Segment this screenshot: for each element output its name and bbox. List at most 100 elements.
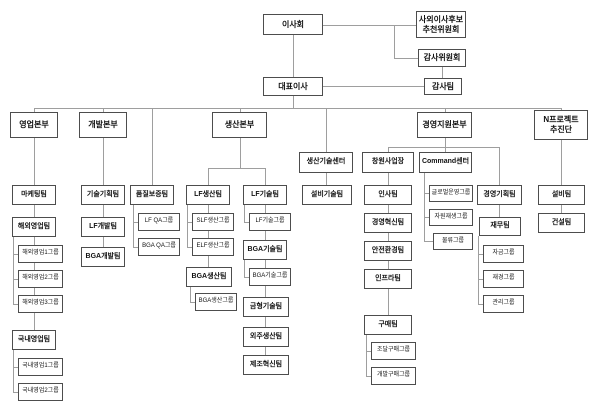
connector-line [13, 304, 18, 305]
org-node-audit-team: 감사팀 [424, 78, 462, 95]
org-node-n-project-taskforce: N프로젝트 추진단 [534, 110, 588, 140]
org-node-global-ops-group: 글로벌운영그룹 [429, 185, 473, 202]
connector-line [323, 86, 424, 87]
org-node-sales-division: 영업본부 [10, 112, 58, 138]
org-node-audit-committee: 감사위원회 [418, 49, 466, 67]
org-node-mold-tech-team: 금형기술팀 [243, 297, 289, 317]
org-node-outsourced-prod-team: 외주생산팀 [243, 327, 289, 347]
connector-line [208, 168, 265, 169]
connector-line [326, 173, 327, 185]
connector-line [561, 108, 562, 110]
connector-line [561, 140, 562, 185]
connector-line [445, 138, 446, 147]
connector-line [394, 58, 418, 59]
connector-line [424, 241, 433, 242]
connector-line [190, 302, 195, 303]
org-node-marketing-team: 마케팅팀 [12, 185, 56, 205]
org-node-slf-prod-group: SLF생산그룹 [192, 213, 234, 231]
connector-line [244, 205, 245, 222]
org-node-command-center: Command센터 [419, 152, 472, 173]
org-node-hr-team: 인사팀 [364, 185, 412, 205]
org-node-infra-team: 인프라팀 [364, 269, 412, 289]
org-node-bga-dev-team: BGA개발팀 [81, 247, 125, 267]
connector-line [366, 376, 371, 377]
connector-line [478, 279, 483, 280]
connector-line [293, 96, 294, 108]
org-node-dev-purchasing-group: 개발구매그룹 [371, 367, 416, 385]
org-node-outside-director-nomination-committee: 사외이사후보 추천위원회 [416, 11, 466, 38]
org-node-lf-tech-group: LF기술그룹 [249, 213, 291, 231]
org-node-dev-division: 개발본부 [79, 112, 127, 138]
connector-line [208, 168, 209, 185]
org-node-board: 이사회 [263, 14, 323, 35]
org-node-ceo: 대표이사 [263, 77, 323, 96]
connector-line [187, 205, 188, 247]
connector-line [445, 108, 446, 112]
org-node-lf-prod-team: LF생산팀 [186, 185, 230, 205]
connector-line [424, 217, 429, 218]
org-node-tech-planning-team: 기술기획팀 [81, 185, 125, 205]
connector-line [366, 335, 367, 376]
org-node-mgmt-planning-team: 경영기획팀 [477, 185, 522, 205]
connector-line [478, 254, 483, 255]
connector-line [323, 25, 416, 26]
org-node-mgmt-support-division: 경영지원본부 [417, 112, 472, 138]
org-node-overseas-sales-group1: 해외영업1그룹 [18, 245, 63, 263]
connector-line [187, 222, 192, 223]
org-node-logistics-group: 물류그룹 [433, 233, 473, 250]
org-node-changwon-site: 창원사업장 [362, 152, 414, 173]
connector-line [265, 347, 266, 355]
org-node-mgmt-innovation-team: 경영혁신팀 [364, 213, 412, 233]
org-node-domestic-sales-group1: 국내영업1그룹 [18, 358, 63, 376]
connector-line [133, 205, 134, 247]
org-node-accounting-group: 재경그룹 [483, 270, 524, 288]
org-node-safety-env-team: 안전환경팀 [364, 241, 412, 261]
connector-line [265, 168, 266, 185]
connector-line [478, 236, 479, 304]
org-node-admin-group: 관리그룹 [483, 295, 524, 313]
org-node-resource-recycling-group: 자원재생그룹 [429, 209, 473, 226]
connector-line [442, 67, 443, 78]
org-node-finance-team: 재무팀 [479, 217, 521, 236]
connector-line [394, 25, 395, 58]
connector-line [190, 287, 191, 302]
org-node-bga-prod-group: BGA생산그룹 [195, 293, 237, 311]
connector-line [208, 205, 209, 267]
connector-line [152, 108, 153, 185]
org-node-lf-tech-team: LF기술팀 [243, 185, 287, 205]
connector-line [103, 108, 104, 112]
org-node-construction-team: 건설팀 [538, 213, 585, 233]
org-node-bga-qa-group: BGA QA그룹 [138, 238, 180, 256]
org-node-qa-team: 품질보증팀 [130, 185, 174, 205]
connector-line [244, 260, 245, 277]
connector-line [34, 108, 35, 112]
org-node-overseas-sales-group3: 해외영업3그룹 [18, 295, 63, 313]
org-node-domestic-sales-group2: 국내영업2그룹 [18, 383, 63, 401]
org-node-overseas-sales-team: 해외영업팀 [12, 217, 56, 237]
connector-line [133, 247, 138, 248]
org-node-equip-tech-team: 설비기술팀 [302, 185, 352, 205]
connector-line [499, 147, 500, 185]
org-node-overseas-sales-group2: 해외영업2그룹 [18, 270, 63, 288]
connector-line [388, 147, 389, 152]
org-node-lf-dev-team: LF개발팀 [81, 217, 125, 237]
org-node-bga-prod-team: BGA생산팀 [186, 267, 232, 287]
connector-line [34, 108, 561, 109]
org-node-elf-prod-group: ELF생산그룹 [192, 238, 234, 256]
org-node-lf-qa-group: LF QA그룹 [138, 213, 180, 231]
connector-line [445, 147, 446, 152]
connector-line [499, 205, 500, 217]
connector-line [133, 222, 138, 223]
connector-line [244, 222, 249, 223]
org-node-procurement-purchasing-group: 조달구매그룹 [371, 342, 416, 360]
org-node-bga-tech-group: BGA기술그룹 [249, 268, 291, 286]
org-node-equipment-team: 설비팀 [538, 185, 585, 205]
connector-line [561, 205, 562, 213]
org-node-domestic-sales-team: 국내영업팀 [12, 330, 56, 350]
connector-line [244, 277, 249, 278]
org-node-purchasing-team: 구매팀 [364, 315, 412, 335]
org-node-bga-tech-team: BGA기술팀 [243, 240, 287, 260]
org-node-prod-tech-center: 생산기술센터 [299, 152, 353, 173]
org-node-mfg-innovation-team: 제조혁신팀 [243, 355, 289, 375]
